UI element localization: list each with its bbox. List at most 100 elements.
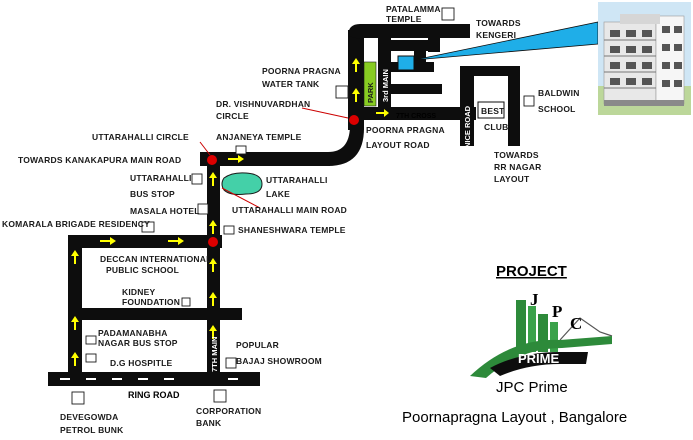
building-roof — [620, 14, 660, 24]
corporation-bank-label-2: BANK — [196, 418, 222, 428]
arrow-right — [168, 237, 184, 245]
arrow-up — [209, 292, 217, 306]
nice-road — [460, 66, 474, 146]
kanakapura-main-road — [200, 152, 330, 166]
ring-road-label: RING ROAD — [128, 390, 180, 400]
bus-stop-label-2: BUS STOP — [130, 189, 175, 199]
bajaj-label-1: POPULAR — [236, 340, 279, 350]
park-area — [363, 61, 377, 107]
arrow-up — [209, 172, 217, 186]
water-tank-label-2: WATER TANK — [262, 79, 320, 89]
bajaj-label-2: BAJAJ SHOWROOM — [236, 356, 322, 366]
arrow-up — [209, 220, 217, 234]
arrow-up — [71, 250, 79, 264]
logo-tower — [538, 314, 548, 352]
kidney-label-2: FOUNDATION — [122, 297, 180, 307]
kidney-cross-road — [68, 308, 242, 320]
logo-band — [490, 352, 588, 376]
patalamma-temple-label-1: PATALAMMA — [386, 4, 441, 14]
project-heading: PROJECT — [496, 263, 567, 280]
logo-tower — [550, 322, 558, 352]
left-vertical-road — [68, 235, 82, 375]
vishnuvardhan-label-1: DR. VISHNUVARDHAN — [216, 99, 310, 109]
building-windows — [610, 26, 682, 87]
petrol-bunk-label-1: DEVEGOWDA — [60, 412, 118, 422]
towards-kengeri-label-1: TOWARDS — [476, 18, 521, 28]
kidney-label-1: KIDNEY — [122, 287, 155, 297]
inner-road-2 — [428, 28, 440, 52]
pointer-arrows — [199, 107, 349, 209]
pp-layout-road-label-2: LAYOUT ROAD — [366, 140, 430, 150]
nice-road-label: NICE ROAD — [463, 105, 472, 148]
landmark-box — [191, 173, 203, 185]
rr-nagar-road — [508, 66, 520, 146]
uttarahalli-circle-marker — [207, 155, 217, 165]
building-illustration — [598, 2, 691, 115]
shaneshwara-junction-marker — [208, 237, 218, 247]
deccan-school-label-1: DECCAN INTERNATIONAL — [100, 254, 212, 264]
landmark-box — [141, 221, 155, 233]
kanakapura-label: TOWARDS KANAKAPURA MAIN ROAD — [18, 155, 181, 165]
arrow-up — [71, 316, 79, 330]
project-name: JPC Prime — [496, 379, 568, 396]
komarala-cross-road — [68, 235, 222, 248]
shaneshwara-label: SHANESHWARA TEMPLE — [238, 225, 346, 235]
arrow-right — [376, 109, 389, 117]
project-site-marker — [397, 55, 415, 71]
park-label: PARK — [366, 82, 375, 103]
rr-nagar-label-1: TOWARDS — [494, 150, 539, 160]
seventh-cross-label: 7TH CROSS — [396, 113, 436, 120]
vishnuvardhan-circle-marker — [349, 115, 359, 125]
padamanabha-label-2: NAGAR BUS STOP — [98, 338, 178, 348]
baldwin-label-1: BALDWIN — [538, 88, 580, 98]
nice-road-top — [460, 66, 518, 76]
arrow-up — [352, 58, 360, 72]
deccan-school-label-2: PUBLIC SCHOOL — [106, 265, 179, 275]
pp-layout-road-label-1: POORNA PRAGNA — [366, 125, 445, 135]
seventh-main-label: 7TH MAIN — [210, 337, 219, 372]
arrow-up — [209, 325, 217, 339]
landmark-box — [181, 297, 191, 307]
landmark-box — [225, 357, 237, 369]
lake-label-1: UTTARAHALLI — [266, 175, 328, 185]
project-address: Poornapragna Layout , Bangalore — [402, 409, 627, 426]
landmark-box — [85, 335, 97, 345]
landmark-boxes — [71, 7, 535, 405]
arrow-up — [71, 352, 79, 366]
uttarahalli-main-road-label: UTTARAHALLI MAIN ROAD — [232, 205, 347, 215]
direction-arrows — [71, 58, 389, 366]
building-balconies — [604, 39, 656, 89]
rr-nagar-label-3: LAYOUT — [494, 174, 530, 184]
landmark-box — [71, 391, 85, 405]
logo-letter-p: P — [552, 302, 562, 321]
rr-nagar-label-2: RR NAGAR — [494, 162, 541, 172]
vishnuvardhan-label-2: CIRCLE — [216, 111, 249, 121]
bus-stop-label-1: UTTARAHALLI — [130, 173, 192, 183]
building-base — [604, 100, 684, 106]
logo-tower — [516, 300, 526, 352]
third-main-label: 3rd MAIN — [381, 69, 390, 102]
towards-kengeri-label-2: KENGERI — [476, 30, 516, 40]
water-tank-label-1: POORNA PRAGNA — [262, 66, 341, 76]
ring-road-dashes — [60, 378, 238, 380]
corporation-bank-label-1: CORPORATION — [196, 406, 261, 416]
patalamma-temple-label-2: TEMPLE — [386, 14, 422, 24]
logo-letter-c: C — [570, 314, 582, 333]
landmark-box — [223, 225, 235, 235]
uttarahalli-circle-label: UTTARAHALLI CIRCLE — [92, 132, 189, 142]
logo-tower — [528, 306, 536, 352]
seventh-cross-road — [364, 107, 476, 120]
ring-road — [48, 372, 260, 386]
best-club-label-1: BEST — [481, 106, 505, 116]
landmark-box — [235, 145, 247, 155]
padamanabha-label-1: PADAMANABHA — [98, 328, 168, 338]
logo-letter-j: J — [530, 290, 539, 309]
arrow-up — [352, 88, 360, 102]
jpc-prime-logo: J P C PRIME — [470, 290, 613, 378]
masala-hotel-label: MASALA HOTEL — [130, 206, 200, 216]
poorna-pragna-vertical — [348, 30, 364, 130]
arrow-right — [100, 237, 116, 245]
landmark-box — [213, 389, 227, 403]
